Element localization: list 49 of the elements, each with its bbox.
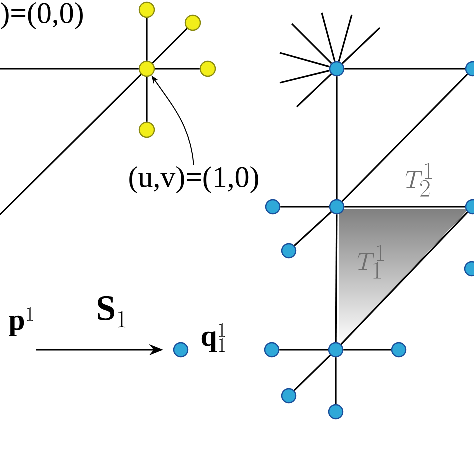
mesh-edge [280,52,330,68]
mesh-edge [152,28,188,64]
mesh-edge [338,14,353,62]
vertex-dot [265,199,281,215]
mesh-edge [321,12,336,62]
vertex-dot [138,122,156,138]
mesh-edge [146,77,148,122]
mesh-edge [294,212,332,246]
coordinate-label: (u,v)=(1,0) [130,166,258,194]
mesh-edge [344,206,466,208]
vertex-dot [465,199,474,215]
vertex-dot [264,342,280,358]
point-label: $\mathbf{q}_1^1$ [202,323,226,352]
vertex-dot [464,261,474,277]
mesh-edge [344,349,392,351]
vertex-dot [173,342,189,358]
mesh-edge [291,23,332,64]
triangle-label: $T_2^1$ [406,162,432,197]
mesh-edge [0,68,139,70]
mesh-edge [344,68,466,70]
vertex-dot [138,60,156,78]
mesh-edge [342,74,468,202]
mesh-edge [335,358,337,404]
vertex-dot [328,404,344,420]
vertex-dot [281,388,297,404]
mesh-edge [335,214,338,342]
vertex-dot [465,61,474,77]
mesh-edge [280,206,330,208]
mesh-edge [146,18,148,61]
coordinate-label: )=(0,0) [1,2,83,30]
vertex-dot [391,342,407,358]
vertex-dot [184,14,202,32]
vertex-dot [328,342,344,358]
mesh-edge [296,74,332,108]
vertex-dot [138,2,156,18]
mesh-edge [0,74,142,216]
mesh-edge [294,354,332,392]
edge-label: $\mathbf{S}_1$ [98,296,126,328]
mesh-edge [280,349,328,351]
vertex-dot [329,199,345,215]
mesh-edge [155,68,200,70]
mesh-edge [280,70,330,84]
vertex-dot [281,243,297,259]
triangle-label: $T_1^1$ [358,244,384,279]
vertex-dot [200,60,216,78]
mesh-edge [342,27,381,64]
point-label: $\mathbf{p}^1$ [9,307,34,336]
vertex-dot [329,61,345,77]
mesh-edge [336,76,338,200]
